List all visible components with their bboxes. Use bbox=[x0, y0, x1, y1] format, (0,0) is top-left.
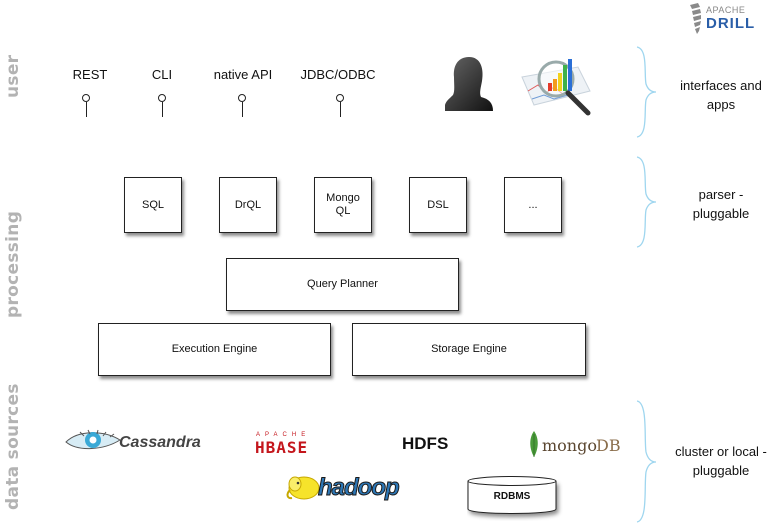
hdfs-label: HDFS bbox=[402, 434, 449, 453]
parser-label: DrQL bbox=[234, 198, 262, 211]
side-label-line: interfaces and bbox=[680, 78, 762, 93]
logo-drill-text: DRILL bbox=[706, 15, 756, 32]
parser-label: DSL bbox=[427, 198, 449, 211]
execution-engine-label: Execution Engine bbox=[171, 343, 258, 355]
rdbms-label: RDBMS bbox=[493, 491, 531, 502]
mongodb-logo: mongo DB bbox=[528, 430, 628, 458]
connector-line bbox=[86, 102, 87, 117]
brace-data-sources-icon bbox=[636, 400, 657, 523]
storage-engine-box: Storage Engine bbox=[352, 323, 586, 376]
interface-native-api: native API bbox=[213, 67, 273, 82]
side-label-line: pluggable bbox=[692, 463, 750, 478]
connector-line bbox=[162, 102, 163, 117]
parser-box-more: ... bbox=[504, 177, 562, 233]
mongodb-text-a: mongo bbox=[542, 436, 597, 455]
parser-label: SQL bbox=[141, 198, 164, 211]
layer-label-data-sources: data sources bbox=[3, 383, 23, 510]
parser-box-drql: DrQL bbox=[219, 177, 277, 233]
side-label-line: pluggable bbox=[692, 206, 750, 221]
logo-apache-text: APACHE bbox=[706, 5, 746, 15]
interface-rest: REST bbox=[72, 67, 108, 82]
user-silhouette-icon bbox=[445, 57, 493, 111]
storage-engine-label: Storage Engine bbox=[431, 343, 507, 355]
brace-user-icon bbox=[636, 46, 657, 138]
parser-label: ... bbox=[528, 198, 538, 211]
hadoop-text: hadoop bbox=[318, 474, 401, 502]
hbase-text: HBASE bbox=[255, 438, 309, 457]
mongodb-leaf-icon bbox=[530, 431, 538, 457]
hadoop-logo: hadoop bbox=[284, 472, 419, 504]
side-label-line: apps bbox=[706, 97, 736, 112]
cassandra-logo: Cassandra bbox=[64, 428, 201, 454]
parser-box-sql: SQL bbox=[124, 177, 182, 233]
side-label-processing: parser - pluggable bbox=[656, 185, 771, 223]
brace-processing-icon bbox=[636, 156, 657, 248]
cassandra-eye-icon bbox=[65, 429, 121, 449]
drill-bit-icon bbox=[690, 3, 701, 34]
connector-line bbox=[242, 102, 243, 117]
side-label-data-sources: cluster or local - pluggable bbox=[656, 442, 771, 480]
interface-cli: CLI bbox=[151, 67, 173, 82]
mongodb-text-b: DB bbox=[596, 436, 621, 455]
parser-label: QL bbox=[335, 205, 351, 217]
rdbms-cylinder: RDBMS bbox=[467, 475, 557, 515]
hbase-apache-text: APACHE bbox=[256, 432, 311, 438]
side-label-user: interfaces and apps bbox=[656, 76, 771, 114]
apache-drill-logo: APACHE DRILL bbox=[688, 3, 760, 37]
side-label-line: cluster or local - bbox=[675, 444, 767, 459]
cassandra-text: Cassandra bbox=[119, 434, 201, 451]
connector-line bbox=[340, 102, 341, 117]
execution-engine-box: Execution Engine bbox=[98, 323, 331, 376]
parser-label: Mongo bbox=[326, 192, 360, 204]
connector-pin-icon bbox=[238, 94, 246, 102]
interface-jdbc-odbc: JDBC/ODBC bbox=[300, 67, 376, 82]
layer-label-processing: processing bbox=[3, 210, 23, 318]
parser-box-dsl: DSL bbox=[409, 177, 467, 233]
hbase-logo: APACHE HBASE bbox=[255, 432, 329, 457]
connector-pin-icon bbox=[82, 94, 90, 102]
hadoop-elephant-icon bbox=[286, 476, 320, 500]
connector-pin-icon bbox=[336, 94, 344, 102]
query-planner-box: Query Planner bbox=[226, 258, 459, 311]
layer-label-user: user bbox=[3, 54, 23, 98]
database-cylinder-icon bbox=[467, 476, 557, 514]
parser-box-mongo-ql: Mongo QL bbox=[314, 177, 372, 233]
connector-pin-icon bbox=[158, 94, 166, 102]
query-planner-label: Query Planner bbox=[307, 278, 378, 290]
side-label-line: parser - bbox=[698, 187, 744, 202]
chart-magnifier-icon bbox=[521, 59, 591, 116]
